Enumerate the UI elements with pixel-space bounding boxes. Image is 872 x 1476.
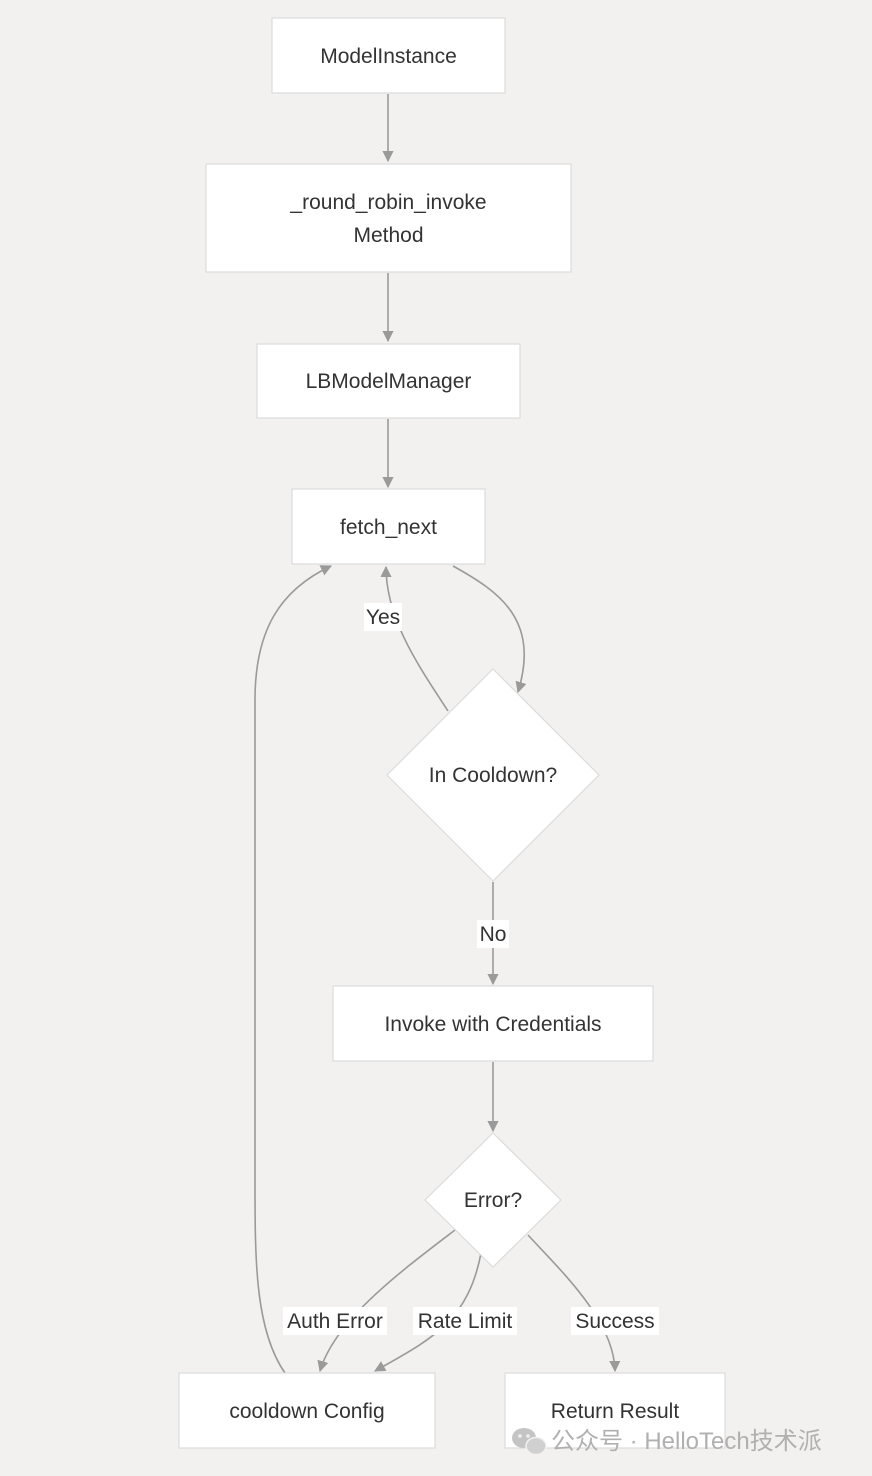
- edge-label-no-text: No: [480, 923, 507, 946]
- node-error-label: Error?: [464, 1189, 522, 1212]
- edge-label-success-text: Success: [575, 1310, 654, 1333]
- node-fetch-next: fetch_next: [291, 488, 486, 565]
- edge-label-success: Success: [571, 1307, 659, 1335]
- edge-label-yes-text: Yes: [366, 606, 400, 629]
- edge-label-auth-error: Auth Error: [283, 1307, 387, 1335]
- node-round-robin-invoke: _round_robin_invoke Method: [205, 163, 572, 273]
- edge-labels: Yes No Auth Error Rate Limit Success: [283, 603, 659, 1335]
- node-in-cooldown-decision: In Cooldown?: [386, 668, 600, 882]
- wechat-icon: [512, 1428, 547, 1456]
- node-invoke-credentials: Invoke with Credentials: [332, 985, 654, 1062]
- edge-incooldown-yes-to-fetchnext: [380, 565, 449, 712]
- node-round-robin-label-line1: _round_robin_invoke: [289, 191, 486, 214]
- edge-label-rate-limit-text: Rate Limit: [418, 1310, 513, 1333]
- node-cooldown-config: cooldown Config: [178, 1372, 436, 1449]
- nodes: ModelInstance _round_robin_invoke Method…: [178, 17, 726, 1449]
- node-return-result-label: Return Result: [551, 1400, 680, 1423]
- node-error-decision: Error?: [424, 1132, 562, 1268]
- node-return-result: Return Result: [504, 1372, 726, 1449]
- node-round-robin-label-line2: Method: [353, 224, 423, 247]
- node-cooldown-config-label: cooldown Config: [229, 1400, 384, 1423]
- node-invoke-credentials-label: Invoke with Credentials: [384, 1013, 601, 1036]
- edge-label-auth-error-text: Auth Error: [287, 1310, 383, 1333]
- node-in-cooldown-label: In Cooldown?: [429, 764, 557, 787]
- node-fetch-next-label: fetch_next: [340, 516, 437, 539]
- edge-fetchnext-to-incooldown: [452, 565, 527, 694]
- edge-error-autherror-to-cooldown: [317, 1229, 456, 1373]
- watermark-text: 公众号 · HelloTech技术派: [551, 1428, 822, 1455]
- node-lb-model-manager: LBModelManager: [256, 343, 521, 419]
- node-model-instance: ModelInstance: [271, 17, 506, 94]
- node-model-instance-label: ModelInstance: [320, 45, 457, 68]
- node-lb-model-manager-label: LBModelManager: [306, 370, 472, 393]
- edge-label-no: No: [477, 920, 509, 948]
- edge-error-success-to-return: [527, 1234, 621, 1373]
- edge-label-yes: Yes: [364, 603, 402, 631]
- edge-cooldown-to-fetchnext: [254, 565, 333, 1374]
- edge-label-rate-limit: Rate Limit: [413, 1307, 517, 1335]
- watermark: 公众号 · HelloTech技术派: [512, 1428, 822, 1456]
